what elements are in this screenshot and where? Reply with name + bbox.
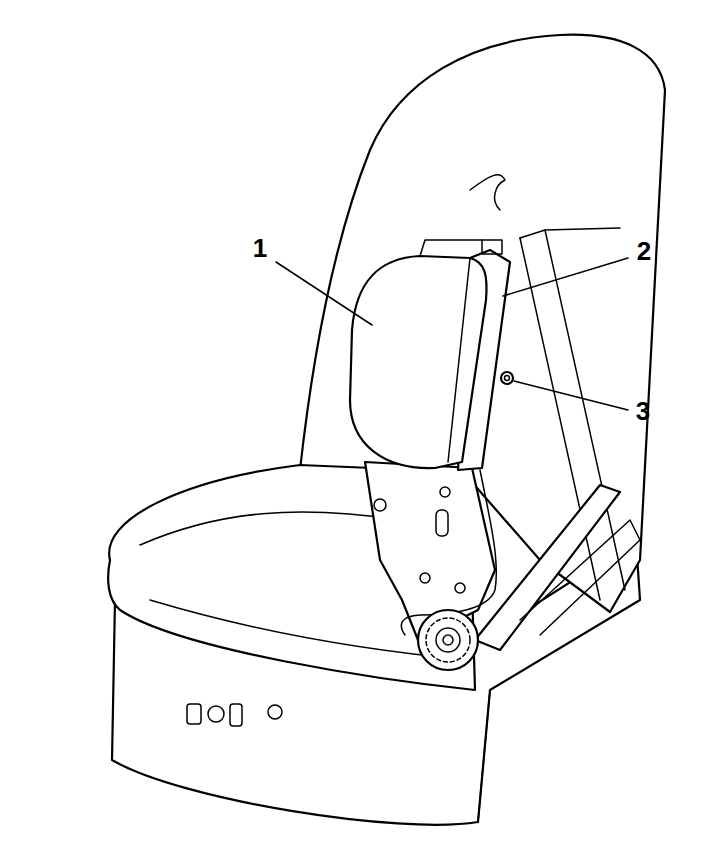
seat-back-seam	[520, 228, 620, 238]
callout-number: 1	[253, 235, 267, 261]
armrest-edge	[448, 258, 470, 462]
base-edge	[478, 690, 490, 822]
base-hole	[230, 704, 242, 726]
seat-back-bolster	[470, 175, 505, 210]
plate-hole	[420, 573, 430, 583]
plate-slot	[436, 510, 448, 536]
cushion-seam	[140, 512, 400, 545]
callout-number: 3	[636, 398, 650, 424]
fastener	[505, 376, 510, 381]
leader-line	[276, 262, 372, 325]
seat-rail	[520, 520, 640, 635]
recliner-gear	[418, 610, 478, 670]
plate-hole	[440, 487, 450, 497]
leader-line	[503, 258, 628, 296]
plate-hole	[455, 583, 465, 593]
fastener	[501, 372, 513, 384]
armrest-pivot	[482, 240, 502, 254]
plate-hole	[374, 499, 386, 511]
hinge-plate	[365, 462, 495, 640]
callout-number: 2	[637, 238, 651, 264]
armrest	[350, 256, 487, 468]
leader-line	[514, 381, 628, 410]
base-hole	[208, 706, 224, 722]
base-hole	[187, 704, 201, 724]
armrest-pivot	[420, 240, 482, 256]
base-hole	[268, 705, 282, 719]
